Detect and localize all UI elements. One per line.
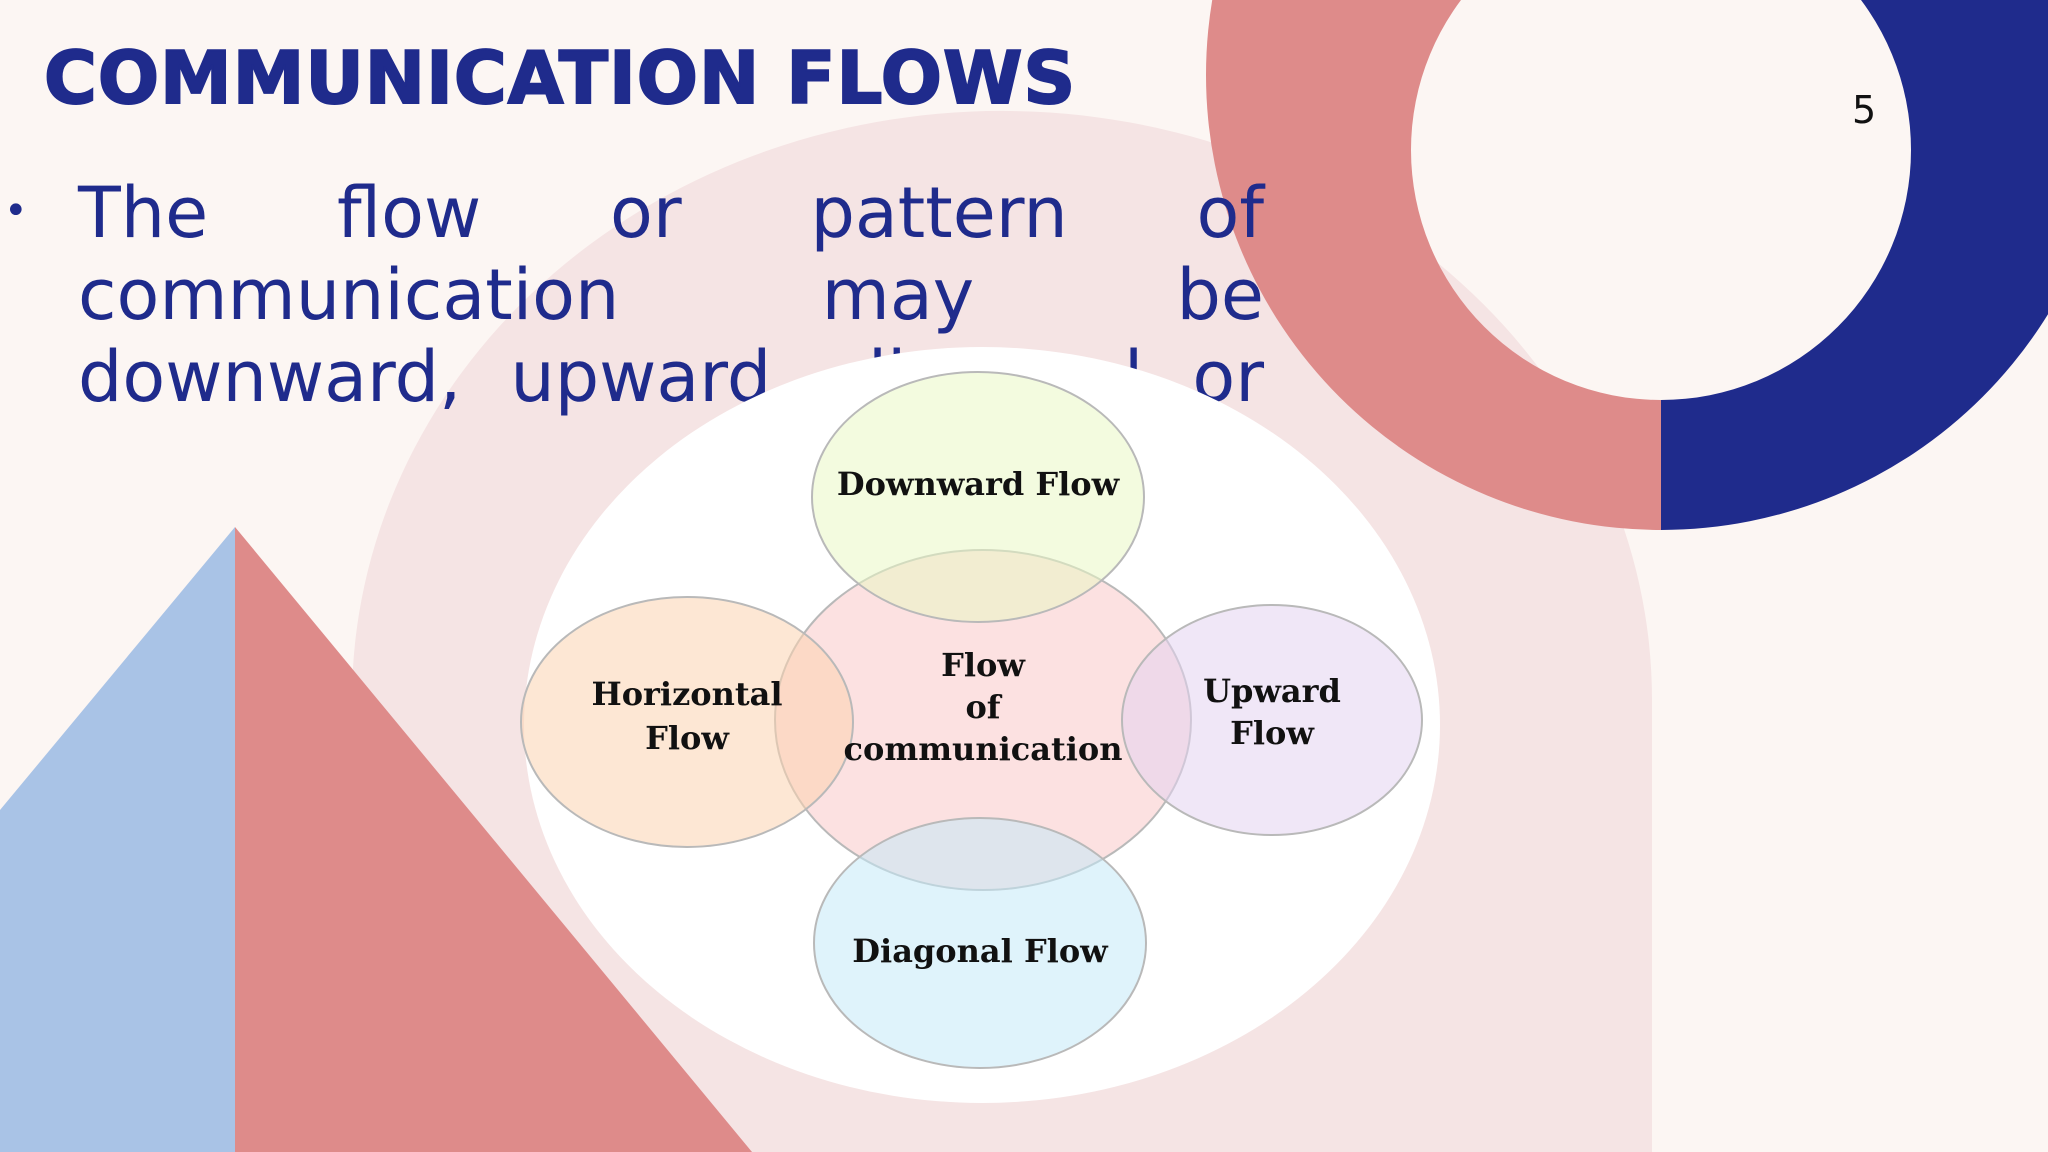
- donut-ring-coral: [1206, 0, 1661, 530]
- slide-title: COMMUNICATION FLOWS: [43, 36, 1077, 120]
- bullet-dot-icon: •: [4, 188, 28, 234]
- donut-ring-navy: [1661, 0, 2048, 530]
- bullet-text: The flow or pattern of communication may…: [78, 172, 1264, 422]
- page-number: 5: [1852, 88, 1877, 132]
- bullet-item: • The flow or pattern of communication m…: [0, 172, 1268, 422]
- triangle-light-blue: [0, 527, 235, 1152]
